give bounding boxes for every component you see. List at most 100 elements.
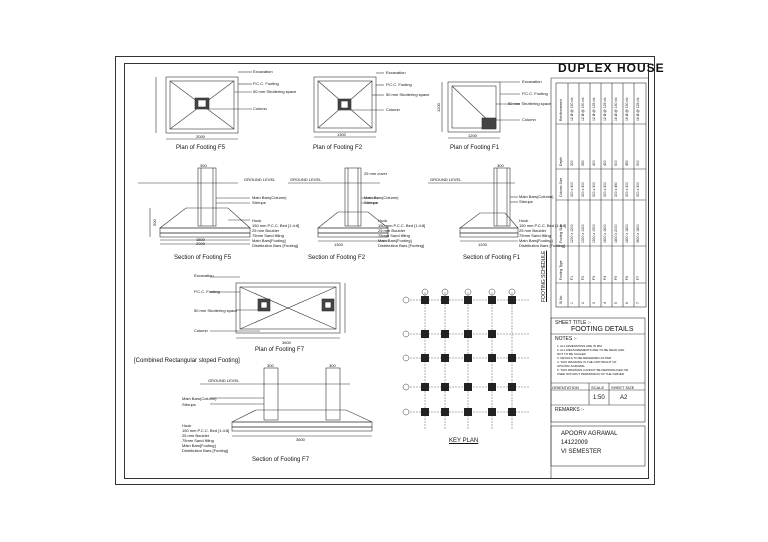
label-ground-level-f5: GROUND LEVEL — [244, 177, 276, 182]
title-plan-f7: Plan of Footing F7 — [255, 347, 305, 353]
sheet-title-label: SHEET TITLE :- — [555, 320, 591, 326]
title-plan-f1: Plan of Footing F1 — [450, 145, 500, 151]
dim-f5-sec-side: 500 — [152, 219, 157, 226]
schedule-cell: F4 — [603, 276, 607, 280]
schedule-cell: 1800 x 1800 — [625, 224, 629, 243]
label-dist-bars-f2: Distribution Bars [Footing] — [378, 243, 425, 248]
label-stirrups-f1: Stirrups — [519, 199, 533, 204]
label-dist-bars-f5: Distribution Bars [Footing] — [252, 243, 299, 248]
schedule-cell: 2 — [581, 302, 585, 304]
title-plan-f5: Plan of Footing F5 — [176, 145, 226, 151]
author-semester: VI SEMESTER — [561, 449, 602, 455]
label-hook-f7: Hook — [182, 423, 192, 428]
label-main-bars-footing-f2: Main Bars[Footing] — [378, 238, 412, 243]
label-pcc-f7: P.C.C. Footing — [194, 289, 220, 294]
label-hook-f5: Hook — [252, 218, 262, 223]
schedule-cell: F1 — [570, 276, 574, 280]
label-main-bars-footing-f7: Main Bars[Footing] — [182, 443, 216, 448]
schedule-cell: 450 — [625, 160, 629, 166]
dim-f5-col: 300 — [200, 163, 207, 168]
title-section-f5: Section of Footing F5 — [174, 255, 232, 261]
schedule-cell: 16 Ø @ 150 c/c — [614, 97, 618, 121]
schedule-cell: 16 Ø @ 125 c/c — [636, 97, 640, 121]
schedule-cell: 3600 x 1800 — [636, 224, 640, 243]
scale-value: 1:50 — [593, 395, 605, 401]
label-excavation-f7: Excavation — [194, 273, 214, 278]
label-pcc-f5: P.C.C. Footing — [253, 81, 279, 86]
schedule-cell: 400 — [592, 160, 596, 166]
label-column-f1: Column — [522, 117, 536, 122]
title-section-f1: Section of Footing F1 — [463, 255, 521, 261]
schedule-header: Depth — [559, 156, 563, 166]
schedule-cell: 300 x 300 — [603, 182, 607, 197]
label-main-bars-footing-f1: Main Bars[Footing] — [519, 238, 553, 243]
label-hook-f1: Hook — [519, 218, 529, 223]
schedule-cell: 12 Ø @ 150 c/c — [581, 97, 585, 121]
schedule-header: Column Size — [559, 177, 563, 197]
schedule-cell: 500 — [636, 160, 640, 166]
note-item: USED WITHOUT PERMISSION OF THE OWNER — [557, 372, 624, 376]
label-column-f2: Column — [386, 107, 400, 112]
schedule-cell: 12 Ø @ 150 c/c — [570, 97, 574, 121]
schedule-cell: 5 — [614, 302, 618, 304]
schedule-cell: 1800 x 2000 — [614, 224, 618, 243]
label-boulder-f5: 25 mm Boulder — [252, 228, 280, 233]
dim-f7-col-1: 300 — [267, 363, 274, 368]
label-excavation-f5: Excavation — [253, 69, 273, 74]
label-excavation-f1: Excavation — [522, 79, 542, 84]
label-pcc-bed-f7: 150 mm P.C.C. Bed [1:4:8] — [182, 428, 230, 433]
schedule-cell: 12 Ø @ 125 c/c — [603, 97, 607, 121]
drawing-sheet-border — [115, 56, 655, 485]
remarks-label: REMARKS :- — [555, 407, 585, 413]
schedule-cell: 350 — [581, 160, 585, 166]
label-sand-f7: 75mm Sand filling — [182, 438, 214, 443]
label-main-bars-col-f5: Main Bars(Column) — [252, 195, 287, 200]
sheet-title: FOOTING DETAILS — [571, 326, 634, 333]
label-sand-f5: 75mm Sand filling — [252, 233, 284, 238]
title-section-f7: Section of Footing F7 — [252, 457, 310, 463]
schedule-cell: 300 x 300 — [581, 182, 585, 197]
note-item: 2. ALL MEASUREMENTS ARE TO BE READ AND — [557, 348, 625, 352]
label-column-f7: Column — [194, 328, 208, 333]
label-sand-f1: 75mm Sand filling — [519, 233, 551, 238]
dim-f1-plan: 1200 — [468, 133, 477, 138]
schedule-cell: 16 Ø @ 150 c/c — [625, 97, 629, 121]
sheet-size-value: A2 — [620, 395, 628, 401]
label-main-bars-footing-f5: Main Bars[Footing] — [252, 238, 286, 243]
schedule-header: Footing Size — [559, 224, 563, 243]
label-dist-bars-f7: Distribution Bars [Footing] — [182, 448, 229, 453]
dim-f5-plan: 2000 — [196, 134, 205, 139]
label-excavation-f2: Excavation — [386, 70, 406, 75]
label-shuttering-f5: 50 mm Shuttering space — [253, 89, 297, 94]
title-plan-f2: Plan of Footing F2 — [313, 145, 363, 151]
orientation-header: ORIENTATION — [552, 385, 579, 390]
dim-f1-plan-side: 1200 — [436, 103, 441, 112]
label-shuttering-f2: 50 mm Shuttering space — [386, 92, 430, 97]
label-pcc-f1: P.C.C. Footing — [522, 91, 548, 96]
schedule-header: Sl No. — [559, 294, 563, 304]
label-pcc-f2: P.C.C. Footing — [386, 82, 412, 87]
dim-f2-plan: 1300 — [337, 132, 346, 137]
label-pcc-bed-f5: 150 mm P.C.C. Bed [1:4:8] — [252, 223, 300, 228]
schedule-cell: F2 — [581, 276, 585, 280]
note-item: 1. ALL DIMENSIONS ARE IN MM — [557, 344, 602, 348]
schedule-cell: 300 x 300 — [592, 182, 596, 197]
schedule-cell: 300 x 300 — [636, 182, 640, 197]
label-shuttering-f7: 50 mm Shuttering space — [194, 308, 238, 313]
schedule-cell: F6 — [625, 276, 629, 280]
schedule-header: Reinforcement — [559, 98, 563, 121]
label-ground-level-f7: GROUND LEVEL — [208, 378, 240, 383]
schedule-cell: 1200 x 1200 — [570, 224, 574, 243]
dim-f7-plan: 3600 — [282, 340, 291, 345]
dim-f5-sec-2: 2000 — [196, 241, 205, 246]
label-main-bars-col-f2: Main Bars(Column) — [364, 195, 399, 200]
dim-f7-col-2: 300 — [329, 363, 336, 368]
drawing-frame — [124, 63, 649, 479]
label-main-bars-col-f1: Main Bars(Column) — [519, 194, 554, 199]
label-stirrups-f2: Stirrups — [364, 200, 378, 205]
label-cover-f2: 25 mm cover — [364, 171, 388, 176]
author-id: 14122009 — [561, 440, 588, 446]
label-ground-level-f2: GROUND LEVEL — [290, 177, 322, 182]
label-pcc-bed-f1: 150 mm P.C.C. Bed [1:4:8] — [519, 223, 567, 228]
